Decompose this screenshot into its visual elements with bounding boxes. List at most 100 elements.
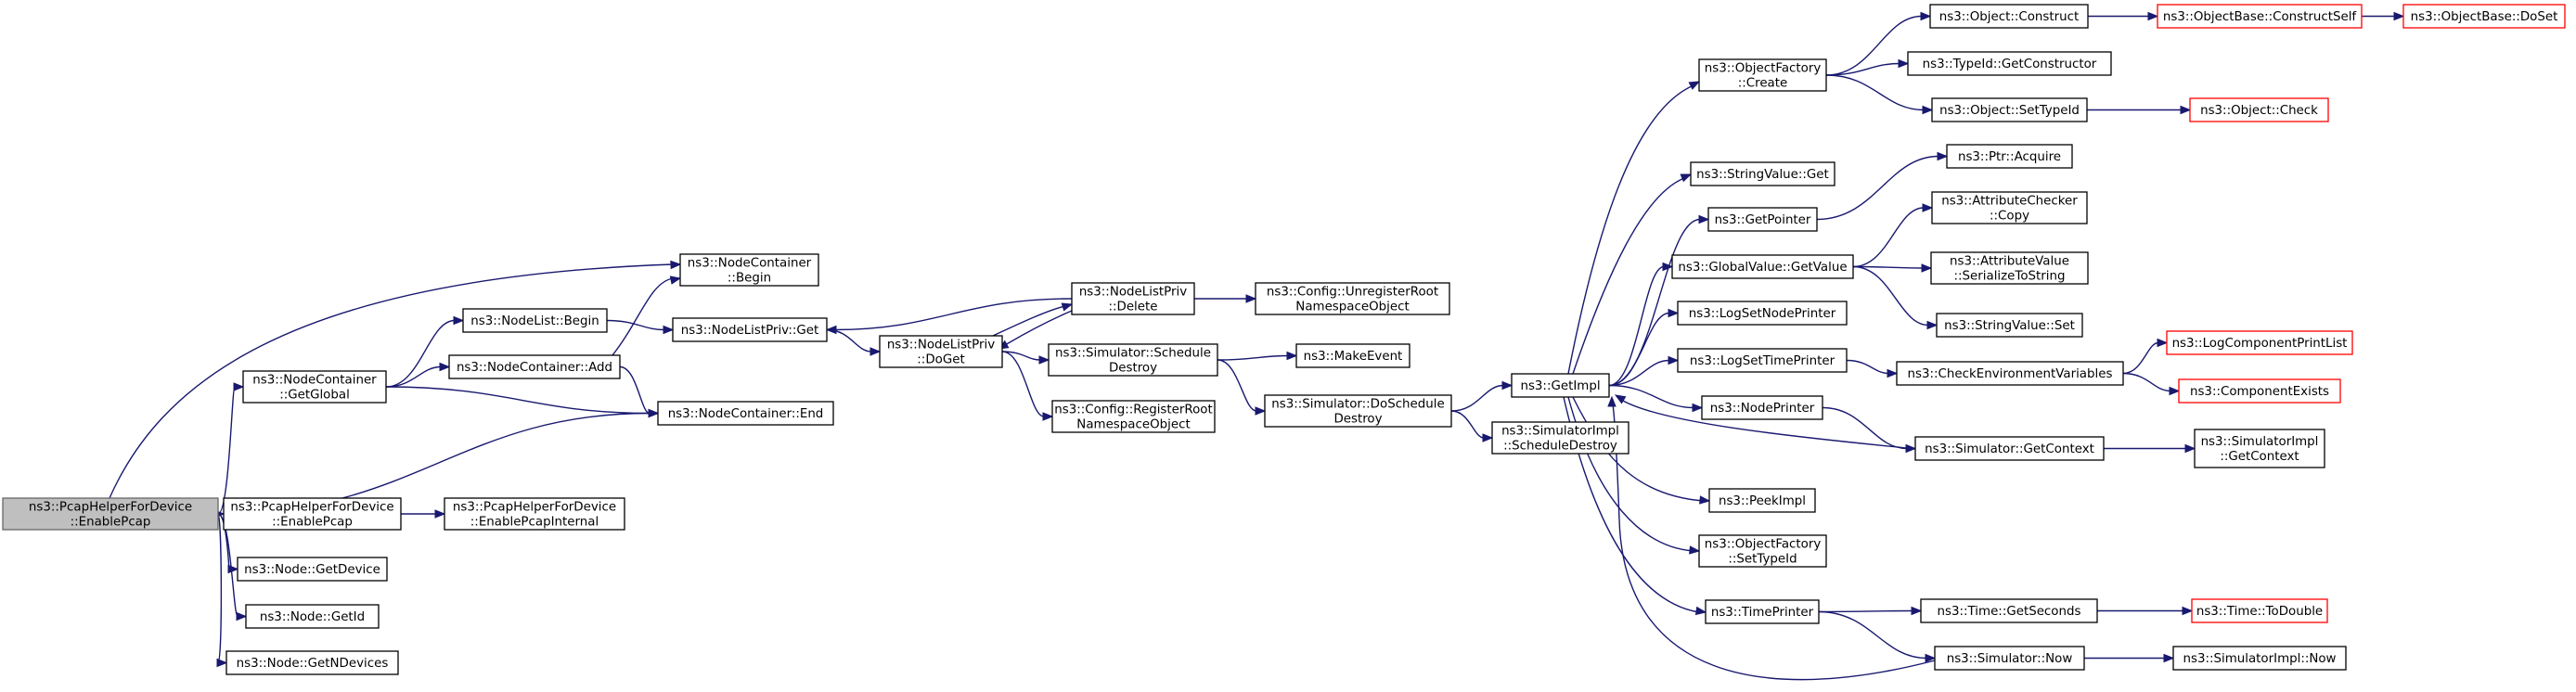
node-obj_settypeid[interactable]: ns3::Object::SetTypeId bbox=[1931, 97, 2088, 122]
node-box bbox=[1707, 207, 1818, 232]
node-attr_value_serialize[interactable]: ns3::AttributeValue::SerializeToString bbox=[1930, 251, 2089, 285]
node-nlp_delete[interactable]: ns3::NodeListPriv::Delete bbox=[1071, 282, 1195, 315]
node-log_set_time_printer[interactable]: ns3::LogSetTimePrinter bbox=[1677, 348, 1848, 373]
node-label: ns3::SimulatorImpl bbox=[1501, 425, 1619, 439]
node-nlp_doget[interactable]: ns3::NodeListPriv::DoGet bbox=[879, 335, 1003, 368]
node-typeid_getctor[interactable]: ns3::TypeId::GetConstructor bbox=[1907, 51, 2112, 76]
node-box bbox=[1920, 598, 2098, 623]
edge-arrowhead bbox=[2169, 386, 2181, 396]
edge-arrowhead bbox=[648, 408, 660, 418]
node-box bbox=[1491, 421, 1629, 455]
node-box bbox=[2189, 97, 2329, 122]
edge-nlp_doget-to-cfg_register bbox=[1001, 351, 1054, 421]
edge-nc_getglobal-to-nc_add bbox=[385, 362, 451, 388]
node-log_set_node_printer[interactable]: ns3::LogSetNodePrinter bbox=[1677, 301, 1848, 326]
node-obj_check[interactable]: ns3::Object::Check bbox=[2189, 97, 2329, 122]
edge-enable_pcap_root-to-nc_begin bbox=[109, 260, 682, 499]
node-make_event[interactable]: ns3::MakeEvent bbox=[1295, 343, 1410, 368]
edge-arrowhead bbox=[670, 260, 682, 270]
edge-gv_getvalue-to-attr_value_serialize bbox=[1852, 263, 1933, 273]
edge-arrowhead bbox=[2147, 11, 2159, 21]
node-get_impl[interactable]: ns3::GetImpl bbox=[1511, 373, 1610, 398]
edge-arrowhead bbox=[1038, 355, 1050, 365]
node-time_getseconds[interactable]: ns3::Time::GetSeconds bbox=[1920, 598, 2098, 623]
node-of_settypeid[interactable]: ns3::ObjectFactory::SetTypeId bbox=[1698, 534, 1827, 568]
node-label: ns3::TypeId::GetConstructor bbox=[1923, 58, 2097, 71]
node-label: ns3::Node::GetDevice bbox=[244, 563, 380, 577]
edge-line bbox=[1450, 410, 1485, 439]
node-box bbox=[1931, 191, 2088, 224]
node-label: ns3::ObjectFactory bbox=[1705, 538, 1822, 552]
edge-arrowhead bbox=[669, 276, 682, 285]
edge-arrowhead bbox=[1662, 262, 1674, 272]
edge-line bbox=[834, 298, 1073, 331]
node-label: ns3::Config::UnregisterRoot bbox=[1267, 286, 1438, 300]
node-sim_schedule_destroy[interactable]: ns3::Simulator::ScheduleDestroy bbox=[1048, 343, 1218, 377]
node-time_todouble[interactable]: ns3::Time::ToDouble bbox=[2191, 598, 2328, 623]
node-objbase_doset[interactable]: ns3::ObjectBase::DoSet bbox=[2402, 4, 2566, 29]
node-label: ::Copy bbox=[1990, 210, 2029, 224]
node-box bbox=[2194, 429, 2325, 468]
node-get_pointer[interactable]: ns3::GetPointer bbox=[1707, 207, 1818, 232]
edge-line bbox=[1001, 351, 1041, 361]
node-label: Destroy bbox=[1109, 362, 1157, 376]
node-nc_getglobal[interactable]: ns3::NodeContainer::GetGlobal bbox=[242, 370, 387, 404]
node-node_printer[interactable]: ns3::NodePrinter bbox=[1701, 395, 1823, 420]
node-node_getdevice[interactable]: ns3::Node::GetDevice bbox=[237, 557, 388, 582]
node-enable_pcap_root[interactable]: ns3::PcapHelperForDevice::EnablePcap bbox=[2, 497, 219, 531]
node-label: ::SetTypeId bbox=[1728, 553, 1797, 567]
node-simimpl_now[interactable]: ns3::SimulatorImpl::Now bbox=[2172, 646, 2347, 671]
edge-arrowhead bbox=[1668, 308, 1680, 318]
edge-line bbox=[1622, 400, 1916, 450]
node-label: ns3::SimulatorImpl::Now bbox=[2183, 652, 2336, 666]
edge-arrowhead bbox=[1607, 395, 1616, 407]
node-gv_getvalue[interactable]: ns3::GlobalValue::GetValue bbox=[1671, 254, 1854, 279]
node-simimpl_getcontext[interactable]: ns3::SimulatorImpl::GetContext bbox=[2194, 429, 2325, 468]
node-box bbox=[1264, 394, 1452, 428]
edge-arrowhead bbox=[663, 325, 675, 335]
node-sim_now[interactable]: ns3::Simulator::Now bbox=[1934, 646, 2085, 671]
edge-nc_getglobal-to-nl_begin bbox=[385, 315, 465, 388]
edge-line bbox=[1001, 351, 1045, 417]
node-obj_construct[interactable]: ns3::Object::Construct bbox=[1929, 4, 2089, 29]
node-node_getid[interactable]: ns3::Node::GetId bbox=[245, 604, 380, 629]
node-nc_end[interactable]: ns3::NodeContainer::End bbox=[657, 401, 834, 426]
node-nlp_get[interactable]: ns3::NodeListPriv::Get bbox=[672, 317, 828, 342]
node-sv_set[interactable]: ns3::StringValue::Set bbox=[1936, 313, 2083, 338]
node-nc_add[interactable]: ns3::NodeContainer::Add bbox=[448, 354, 621, 379]
node-phfd_internal[interactable]: ns3::PcapHelperForDevice::EnablePcapInte… bbox=[444, 497, 625, 531]
node-box bbox=[1511, 373, 1610, 398]
edge-arrowhead bbox=[1614, 394, 1627, 404]
edge-line bbox=[385, 386, 650, 415]
node-cfg_unregister[interactable]: ns3::Config::UnregisterRootNamespaceObje… bbox=[1255, 282, 1450, 315]
node-phfd_enablepcap[interactable]: ns3::PcapHelperForDevice::EnablePcap bbox=[223, 497, 402, 531]
node-check_env_vars[interactable]: ns3::CheckEnvironmentVariables bbox=[1896, 361, 2124, 386]
node-sim_getcontext[interactable]: ns3::Simulator::GetContext bbox=[1914, 436, 2105, 461]
node-attr_checker_copy[interactable]: ns3::AttributeChecker::Copy bbox=[1931, 191, 2088, 224]
edge-of_create-to-typeid_getctor bbox=[1825, 58, 1910, 76]
edge-nc_add-to-nc_end bbox=[619, 365, 660, 418]
node-of_create[interactable]: ns3::ObjectFactory::Create bbox=[1698, 58, 1827, 92]
edge-nlp_doget-to-sim_schedule_destroy bbox=[1001, 351, 1050, 365]
node-simimpl_schedule_destroy[interactable]: ns3::SimulatorImpl::ScheduleDestroy bbox=[1491, 421, 1629, 455]
edge-get_impl-to-of_create bbox=[1567, 81, 1701, 375]
node-objbase_constructself[interactable]: ns3::ObjectBase::ConstructSelf bbox=[2157, 4, 2363, 29]
node-label: ns3::GetPointer bbox=[1715, 213, 1811, 227]
edge-line bbox=[1818, 609, 1913, 613]
node-log_component_print_list[interactable]: ns3::LogComponentPrintList bbox=[2166, 330, 2353, 355]
node-ptr_acquire[interactable]: ns3::Ptr::Acquire bbox=[1946, 144, 2073, 169]
node-box bbox=[1048, 343, 1218, 377]
node-label: ns3::StringValue::Set bbox=[1944, 319, 2075, 333]
node-peek_impl[interactable]: ns3::PeekImpl bbox=[1708, 488, 1816, 513]
node-nc_begin[interactable]: ns3::NodeContainer::Begin bbox=[679, 253, 819, 287]
node-nl_begin[interactable]: ns3::NodeList::Begin bbox=[462, 308, 608, 333]
node-sv_get[interactable]: ns3::StringValue::Get bbox=[1690, 161, 1835, 186]
node-label: ns3::NodePrinter bbox=[1710, 402, 1815, 416]
node-component_exists[interactable]: ns3::ComponentExists bbox=[2178, 378, 2341, 404]
node-time_printer[interactable]: ns3::TimePrinter bbox=[1705, 599, 1820, 624]
edge-time_getseconds-to-time_todouble bbox=[2097, 606, 2194, 616]
edge-nc_getglobal-to-nc_end bbox=[385, 386, 660, 418]
node-node_getndevices[interactable]: ns3::Node::GetNDevices bbox=[225, 650, 399, 675]
